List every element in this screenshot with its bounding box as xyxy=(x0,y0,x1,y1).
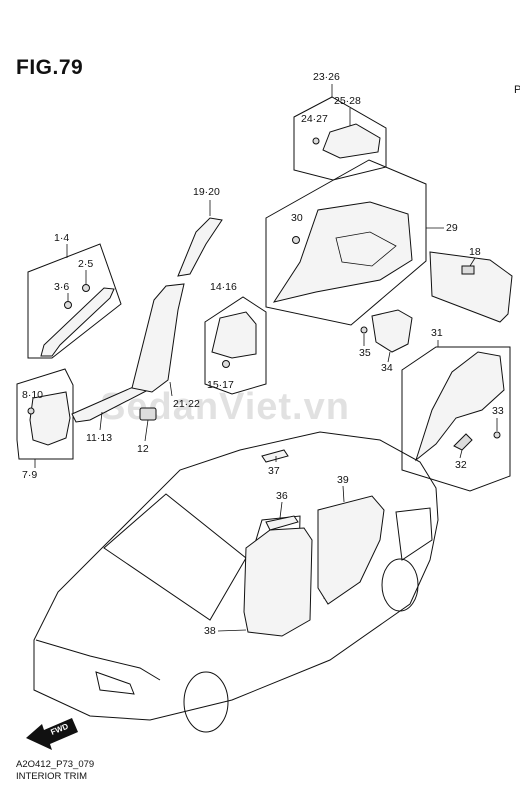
clip-2-5 xyxy=(82,284,90,292)
rear-end-trim xyxy=(429,251,513,323)
part-18-group: 18 xyxy=(429,246,513,323)
part-12-clip xyxy=(139,407,157,421)
quarter-trim-box xyxy=(265,159,427,326)
quarter-trim-group: 30 29 xyxy=(265,159,458,326)
part-31-panel xyxy=(415,351,505,462)
callout-24-27: 24·27 xyxy=(301,113,328,125)
clip-33 xyxy=(493,431,501,439)
car-outline xyxy=(33,431,439,733)
callout-35: 35 xyxy=(359,347,371,359)
callout-18: 18 xyxy=(469,246,481,258)
part-37-grip xyxy=(261,449,289,463)
rear-end-clip xyxy=(461,265,475,275)
front-bumper-line xyxy=(35,639,161,681)
clip-35 xyxy=(360,326,368,334)
clip-15-17 xyxy=(222,360,230,368)
callout-23-26: 23·26 xyxy=(313,71,340,83)
callout-38: 38 xyxy=(204,625,216,637)
front-pillar-trim xyxy=(40,287,115,357)
kick-panel-box xyxy=(16,368,74,460)
front-pillar-group: 1·4 2·5 3·6 xyxy=(27,232,122,359)
part-34-cover xyxy=(371,309,413,353)
kick-panel-trim xyxy=(29,391,71,446)
scuff-plate xyxy=(71,383,152,423)
center-trim-box xyxy=(204,296,267,395)
clip-8-10 xyxy=(27,407,35,415)
diagram-code: A2O412_P73_079 xyxy=(16,759,95,770)
callout-8-10: 8·10 xyxy=(22,389,43,401)
callout-34: 34 xyxy=(381,362,393,374)
upper-quarter-group: 23·26 25·28 24·27 xyxy=(293,71,387,181)
front-door-weatherstrip xyxy=(243,527,313,637)
part-32-clip xyxy=(453,433,473,451)
rear-quarter-window xyxy=(395,507,433,561)
quarter-trim-detail xyxy=(335,231,397,267)
upper-quarter-trim xyxy=(322,123,381,159)
callout-29: 29 xyxy=(446,222,458,234)
sill-and-center-pillar: 11·13 12 21·22 19·20 xyxy=(71,186,223,455)
front-wheel xyxy=(183,671,229,733)
rear-wheel xyxy=(381,558,419,612)
windshield xyxy=(103,493,247,621)
callout-31: 31 xyxy=(431,327,443,339)
fwd-arrow-shape xyxy=(26,718,78,750)
headlamp xyxy=(95,671,135,695)
callout-15-17: 15·17 xyxy=(207,379,234,391)
callout-39: 39 xyxy=(337,474,349,486)
center-trim-group: 14·16 15·17 xyxy=(204,281,267,395)
clip-30 xyxy=(292,236,300,244)
callout-1-4: 1·4 xyxy=(54,232,69,244)
edge-label: P xyxy=(514,84,520,96)
center-pillar-upper xyxy=(177,217,223,277)
part-36-grip xyxy=(265,515,299,531)
clip-3-6 xyxy=(64,301,72,309)
figure-title: FIG.79 xyxy=(16,56,84,79)
callout-36: 36 xyxy=(276,490,288,502)
center-pillar-lower xyxy=(131,283,185,393)
callout-2-5: 2·5 xyxy=(78,258,93,270)
weatherstrip-group: 37 36 39 38 xyxy=(204,449,385,637)
diagram-name: INTERIOR TRIM xyxy=(16,771,88,782)
callout-37: 37 xyxy=(268,465,280,477)
callout-21-22: 21·22 xyxy=(173,398,200,410)
callout-14-16: 14·16 xyxy=(210,281,237,293)
callout-11-13: 11·13 xyxy=(86,432,112,444)
rear-door-weatherstrip xyxy=(317,495,385,605)
parts-34-35: 35 34 xyxy=(359,309,413,374)
callout-3-6: 3·6 xyxy=(54,281,69,293)
callout-19-20: 19·20 xyxy=(193,186,220,198)
callout-25-28: 25·28 xyxy=(334,95,361,107)
kick-panel-group: 8·10 7·9 xyxy=(16,368,74,481)
callout-33: 33 xyxy=(492,405,504,417)
front-pillar-box xyxy=(27,243,122,359)
fwd-arrow: FWD xyxy=(26,718,78,750)
car-body xyxy=(33,431,439,721)
callout-12: 12 xyxy=(137,443,149,455)
group-31-33: 31 33 32 xyxy=(401,327,511,492)
quarter-trim-panel xyxy=(272,201,413,303)
center-trim-panel xyxy=(211,311,257,359)
clip-24-27 xyxy=(312,137,320,145)
callout-30: 30 xyxy=(291,212,303,224)
group-31-box xyxy=(401,346,511,492)
callout-32: 32 xyxy=(455,459,467,471)
callout-7-9: 7·9 xyxy=(22,469,37,481)
